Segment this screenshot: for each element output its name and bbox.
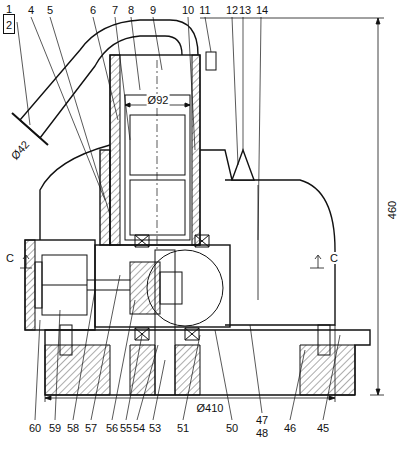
- callout-number: 10: [181, 4, 195, 16]
- callout-number: 2: [6, 19, 12, 31]
- callout-number: 45: [316, 422, 330, 434]
- crank-mechanism: [130, 235, 223, 395]
- base: [45, 325, 370, 395]
- callout-number: 11: [198, 4, 211, 16]
- callout-number: 56: [105, 422, 119, 434]
- dimension-text: 460: [386, 200, 398, 220]
- callout-number: 46: [283, 422, 297, 434]
- callout-number: 5: [46, 4, 54, 16]
- horizontal-cylinder: [25, 240, 130, 330]
- boxed-callout: 2: [3, 14, 15, 34]
- callout-number: 4: [27, 4, 35, 16]
- callout-number: 8: [127, 4, 135, 16]
- callout-number: 13: [238, 4, 252, 16]
- leader-lines: [17, 17, 340, 420]
- callout-number: 7: [111, 4, 119, 16]
- callout-number: 6: [89, 4, 97, 16]
- housing: [40, 145, 335, 327]
- motor-housing: [110, 52, 216, 250]
- dimension-text: Ø92: [147, 94, 170, 106]
- callout-number: 60: [28, 422, 42, 434]
- callout-number: 54: [132, 422, 146, 434]
- callout-number: 9: [149, 4, 157, 16]
- section-mark: C: [329, 252, 339, 264]
- callout-number: 57: [84, 422, 98, 434]
- dimension-text: Ø410: [196, 402, 225, 414]
- callout-number: 58: [66, 422, 80, 434]
- dimension-text: Ø42: [8, 138, 32, 163]
- section-mark: C: [5, 252, 15, 264]
- callout-number: 48: [255, 427, 269, 439]
- callout-number: 51: [176, 422, 190, 434]
- callout-number: 53: [148, 422, 162, 434]
- callout-number: 14: [255, 4, 269, 16]
- callout-number: 59: [48, 422, 62, 434]
- dimension-lines: [20, 18, 384, 402]
- callout-number: 50: [225, 422, 239, 434]
- callout-number: 47: [255, 414, 269, 426]
